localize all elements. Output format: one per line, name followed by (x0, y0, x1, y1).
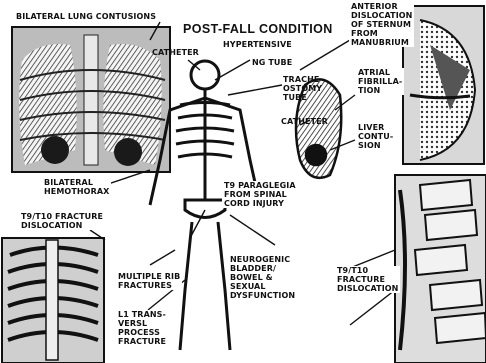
label-multiple-rib-fractures: MULTIPLE RIB FRACTURES (116, 272, 182, 290)
label-t9-t10-fracture-bottom: T9/T10 FRACTURE DISLOCATION (335, 266, 400, 293)
spine-inset (395, 175, 486, 363)
label-bilateral-hemothorax: BILATERAL HEMOTHORAX (42, 178, 111, 196)
diagram-title: POST-FALL CONDITION (183, 22, 333, 36)
label-neurogenic-dysfunction: NEUROGENIC BLADDER/ BOWEL & SEXUAL DYSFU… (228, 255, 297, 300)
label-tracheostomy-tube: TRACHE- OSTOMY TUBE (283, 75, 323, 102)
sternum-inset (403, 6, 484, 164)
label-hypertensive: HYPERTENSIVE (223, 40, 292, 49)
label-bilateral-lung-contusions: BILATERAL LUNG CONTUSIONS (14, 12, 158, 21)
label-catheter-top: CATHETER (152, 48, 199, 57)
label-liver-contusion: LIVER CONTU- SION (356, 123, 395, 150)
lung-xray-inset (12, 27, 170, 172)
ribcage-inset (2, 238, 104, 363)
label-ng-tube: NG TUBE (252, 58, 292, 67)
label-anterior-dislocation: ANTERIOR DISLOCATION OF STERNUM FROM MAN… (349, 2, 414, 47)
label-t9-t10-fracture-top: T9/T10 FRACTURE DISLOCATION (19, 212, 105, 230)
label-t9-paraplegia: T9 PARAGLEGIA FROM SPINAL CORD INJURY (222, 181, 298, 208)
label-l1-transverse-process: L1 TRANS- VERSL PROCESS FRACTURE (116, 310, 168, 346)
label-atrial-fibrillation: ATRIAL FIBRILLA- TION (356, 68, 404, 95)
label-catheter-mid: CATHETER (281, 117, 328, 126)
